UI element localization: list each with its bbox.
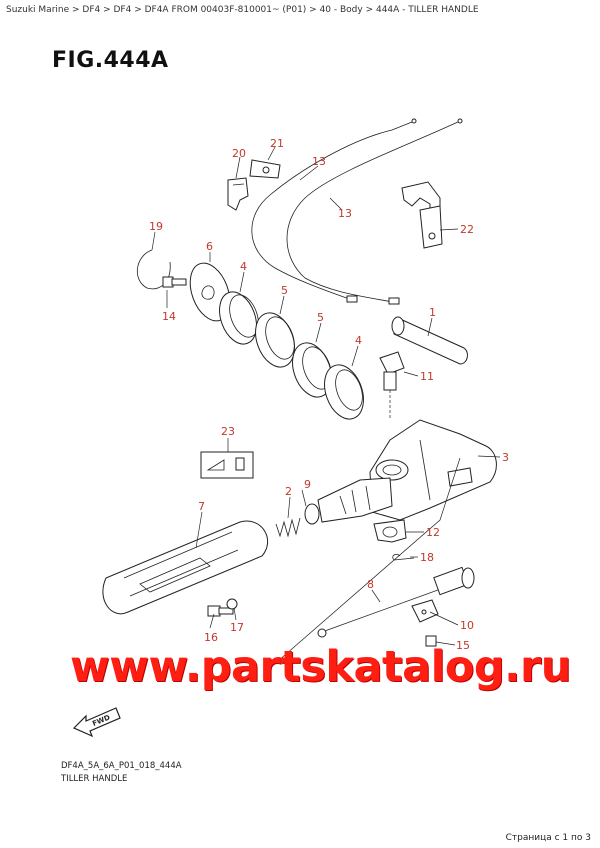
diagram-subtitle: TILLER HANDLE <box>61 774 128 784</box>
bushing-4a[interactable] <box>213 287 264 349</box>
callout-12: 12 <box>426 526 440 539</box>
cable-13-inner[interactable] <box>286 118 463 305</box>
cable-bracket-22[interactable] <box>401 181 443 249</box>
callout-7: 7 <box>198 500 205 513</box>
callout-6: 6 <box>206 240 213 253</box>
tube-1[interactable] <box>391 316 468 365</box>
cable-13-outer[interactable] <box>251 118 417 303</box>
plate-21[interactable] <box>249 159 281 179</box>
callout-13a: 13 <box>312 155 326 168</box>
bolt-14[interactable] <box>162 276 187 288</box>
callout-10: 10 <box>460 619 474 632</box>
callout-15: 15 <box>456 639 470 652</box>
callout-4b: 4 <box>355 334 362 347</box>
washer-17[interactable] <box>226 598 238 610</box>
tiller-housing-3[interactable] <box>369 419 497 521</box>
callout-13b: 13 <box>338 207 352 220</box>
spring-2[interactable] <box>275 517 301 538</box>
callout-1: 1 <box>429 306 436 319</box>
callout-16: 16 <box>204 631 218 644</box>
callout-3: 3 <box>502 451 509 464</box>
callout-14: 14 <box>162 310 176 323</box>
screw-16[interactable] <box>207 605 234 617</box>
plate-10[interactable] <box>411 599 439 623</box>
diagram-code: DF4A_5A_6A_P01_018_444A <box>61 761 182 771</box>
callout-4a: 4 <box>240 260 247 273</box>
watermark: www.partskatalog.ru <box>70 642 571 692</box>
clamp-12[interactable] <box>373 519 407 543</box>
callout-18: 18 <box>420 551 434 564</box>
bushing-5b[interactable] <box>286 338 339 403</box>
clamp-20[interactable] <box>227 177 249 211</box>
pagination: Страница с 1 по 3 <box>505 833 591 843</box>
callout-5a: 5 <box>281 284 288 297</box>
shaft-8[interactable] <box>317 566 475 638</box>
figure-title: FIG.444A <box>52 48 169 73</box>
callout-2: 2 <box>285 485 292 498</box>
callout-11: 11 <box>420 370 434 383</box>
fwd-arrow-icon: FWD <box>72 707 121 738</box>
callout-5b: 5 <box>317 311 324 324</box>
callout-9: 9 <box>304 478 311 491</box>
bushing-4b[interactable] <box>318 360 371 425</box>
throttle-sleeve-9[interactable] <box>304 477 393 525</box>
grip-7[interactable] <box>102 520 268 615</box>
callout-20: 20 <box>232 147 246 160</box>
callout-8: 8 <box>367 578 374 591</box>
bolt-15[interactable] <box>425 635 437 647</box>
callout-17: 17 <box>230 621 244 634</box>
bushing-5a[interactable] <box>249 308 302 373</box>
callout-22: 22 <box>460 223 474 236</box>
callout-21: 21 <box>270 137 284 150</box>
callout-23: 23 <box>221 425 235 438</box>
label-23[interactable] <box>200 451 254 479</box>
callout-19: 19 <box>149 220 163 233</box>
knob-11[interactable] <box>379 351 405 420</box>
breadcrumb: Suzuki Marine > DF4 > DF4 > DF4A FROM 00… <box>6 5 479 15</box>
